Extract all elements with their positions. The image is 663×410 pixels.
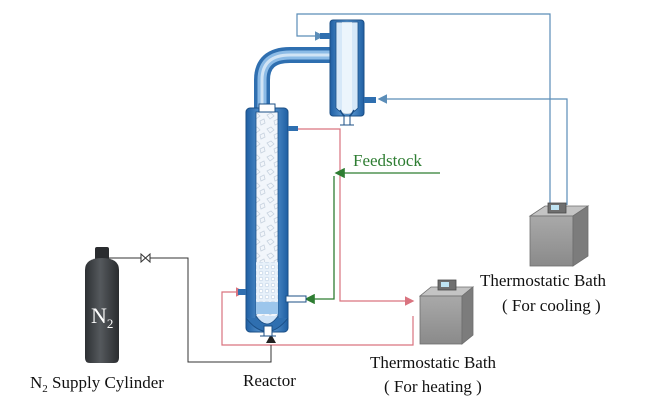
cooling-lines (296, 13, 568, 205)
cylinder-caption: N2 Supply Cylinder (30, 373, 164, 395)
bath-heating-sub: ( For heating ) (384, 377, 482, 396)
condenser (320, 19, 376, 126)
bath-cooling-sub: ( For cooling ) (502, 296, 601, 315)
vapor-pipe (254, 47, 336, 110)
gas-valve-icon (140, 252, 151, 264)
cooling-supply-line (296, 13, 551, 205)
cooling-bath (528, 202, 590, 267)
heating-supply-line (297, 128, 415, 306)
heating-bath (418, 279, 475, 345)
bath-heating-title: Thermostatic Bath (370, 353, 497, 372)
reactor-inlet-arrow-icon (266, 334, 276, 343)
bath-cooling-title: Thermostatic Bath (480, 271, 607, 290)
gas-line (108, 257, 272, 363)
reactor-label: Reactor (243, 371, 296, 390)
feed-line-down (304, 176, 335, 305)
heating-lines (221, 128, 415, 346)
n2-symbol: N2 (91, 303, 113, 331)
cooling-return-line (377, 94, 568, 205)
feedstock-label: Feedstock (353, 151, 422, 170)
heating-return-line (221, 287, 414, 346)
reactor-column (238, 103, 307, 337)
gas-line-path (108, 257, 272, 363)
n2-cylinder: N2 (85, 247, 119, 363)
feed-line (304, 167, 440, 305)
